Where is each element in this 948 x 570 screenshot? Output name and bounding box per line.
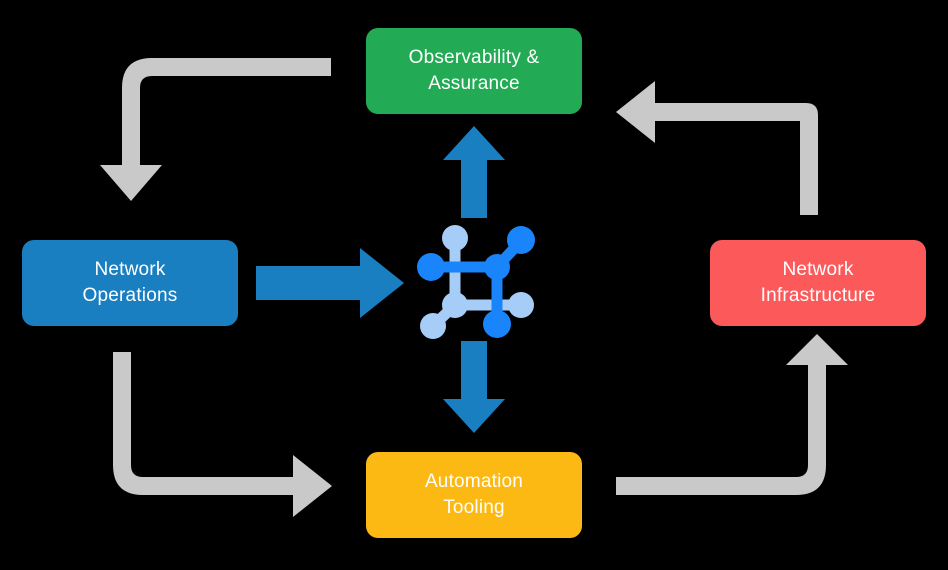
arrow-operations-to-center xyxy=(256,248,404,318)
node-observability-assurance[interactable]: Observability &Assurance xyxy=(366,28,582,114)
node-observability-label: Observability &Assurance xyxy=(408,47,540,94)
connector-operations-to-automation xyxy=(113,352,332,517)
connector-infrastructure-to-observability xyxy=(616,81,818,215)
arrow-center-to-automation xyxy=(443,341,505,433)
connector-automation-to-infrastructure xyxy=(616,334,848,495)
arrow-center-to-observability xyxy=(443,126,505,218)
topology-dark-nodes xyxy=(417,226,535,338)
topology-light-nodes xyxy=(420,225,534,339)
network-topology-icon-graphic xyxy=(417,225,535,339)
connector-observability-to-operations xyxy=(100,58,331,201)
